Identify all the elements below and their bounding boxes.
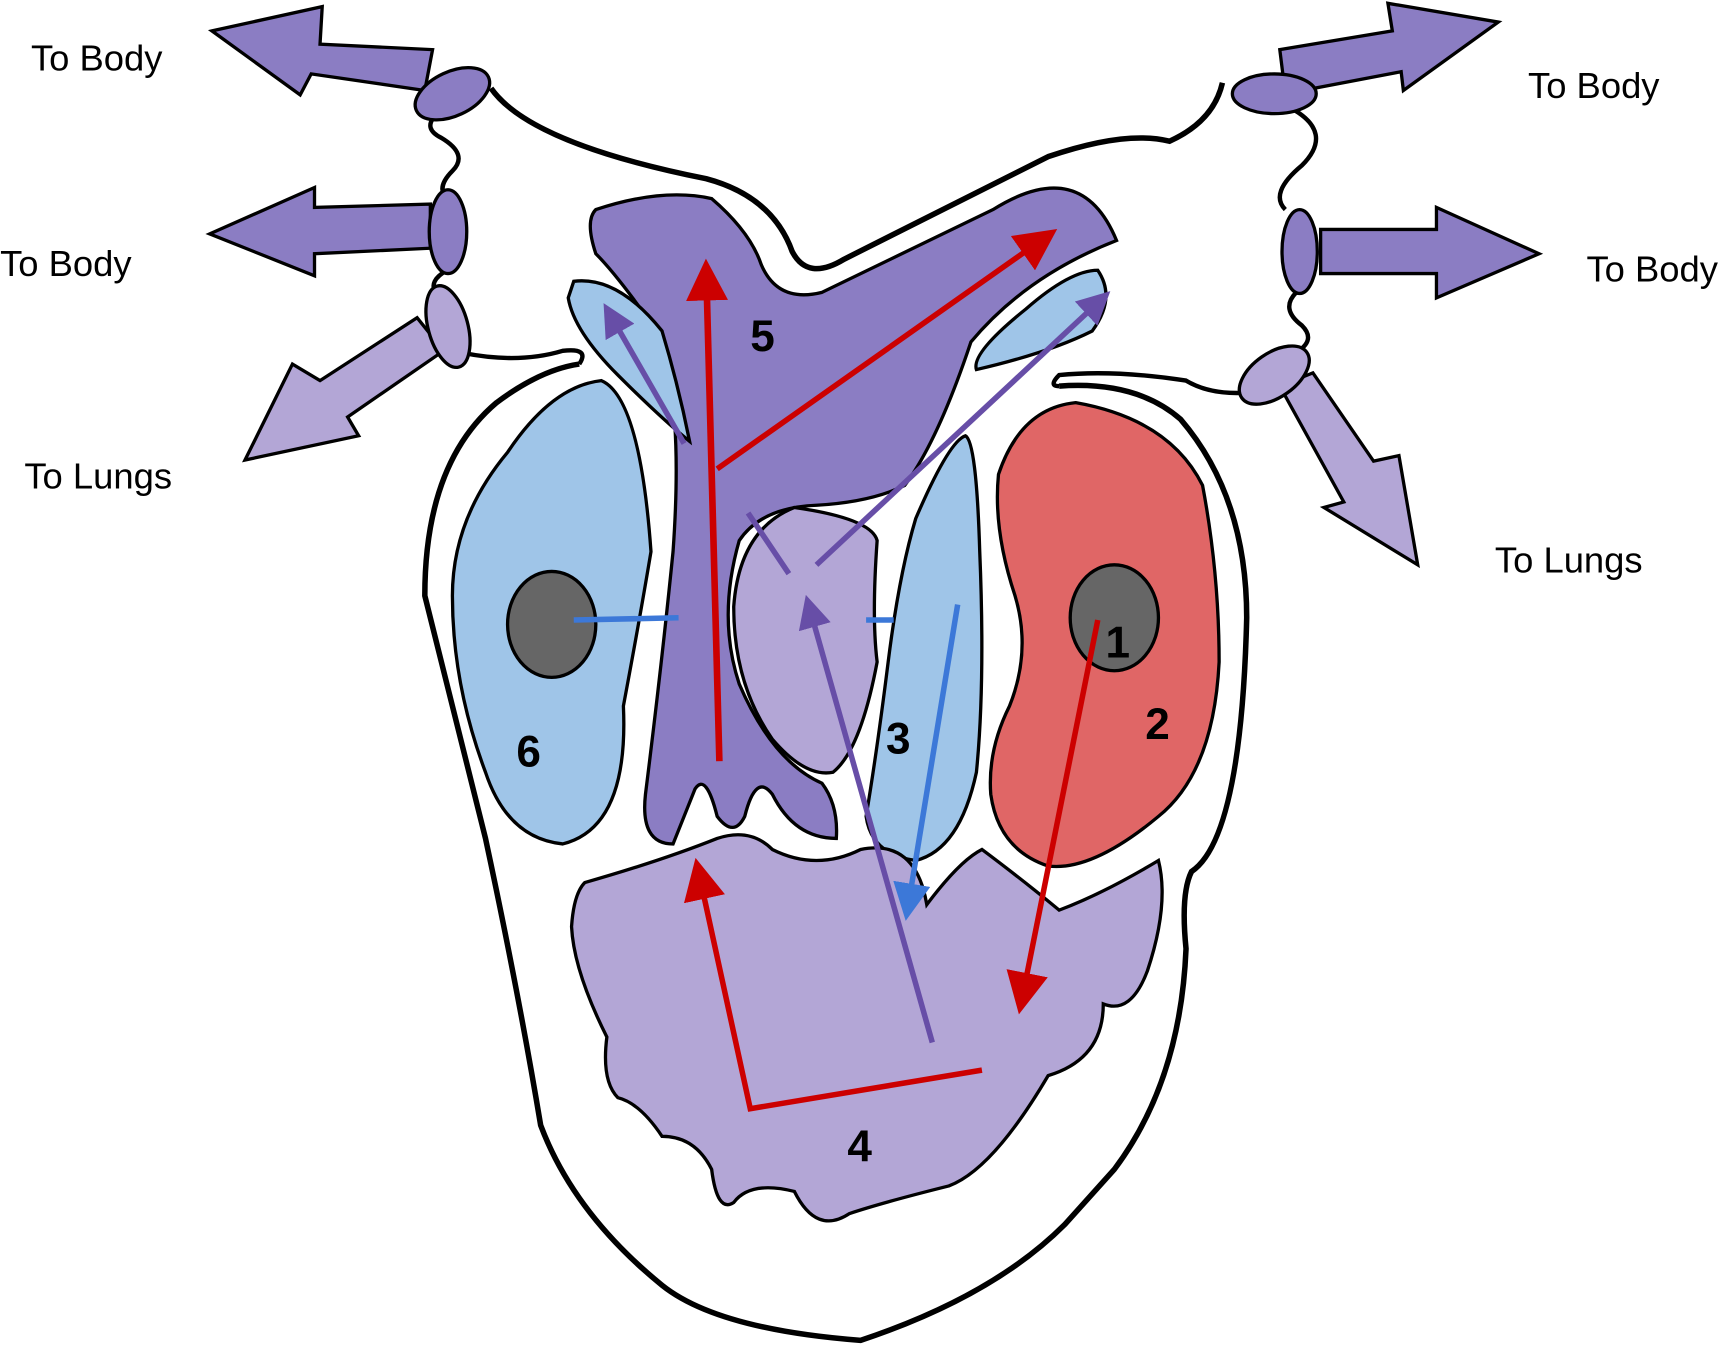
arrow-right-middle-to-body <box>1318 204 1544 301</box>
valve-left-bottom <box>424 284 472 370</box>
red-flow-arrow-down <box>1006 619 1101 1015</box>
purple-flow-arrow-left-small <box>603 303 687 445</box>
chamber-6-label: 6 <box>516 728 541 777</box>
chamber-5-label: 5 <box>750 312 775 361</box>
valve-left-middle <box>427 188 469 276</box>
arrow-left-to-lungs <box>242 315 446 463</box>
arrow-left-middle-to-body <box>205 185 432 279</box>
valve-right-top <box>1230 72 1318 116</box>
label-left-top: To Body <box>31 38 163 79</box>
purple-flow-arrow-right-small <box>814 291 1111 567</box>
label-right-middle: To Body <box>1586 248 1718 289</box>
label-right-bottom: To Lungs <box>1495 540 1643 581</box>
label-left-middle: To Body <box>0 243 132 284</box>
chamber-middle <box>732 505 879 775</box>
heart-outer-wall <box>422 361 1250 1344</box>
label-right-top: To Body <box>1528 65 1660 106</box>
label-left-bottom: To Lungs <box>24 456 172 497</box>
purple-flow-arrow-up <box>798 594 935 1044</box>
arrow-right-top-to-body <box>1277 1 1503 96</box>
arrow-right-to-lungs <box>1277 370 1420 569</box>
node-left <box>505 569 598 680</box>
valve-left-top <box>413 66 492 122</box>
arrow-left-top-to-body <box>207 4 435 98</box>
blue-connector-left <box>573 615 679 623</box>
red-flow-arrow-loop <box>683 857 983 1112</box>
red-flow-arrow-diagonal <box>715 229 1058 472</box>
chamber-4 <box>569 833 1164 1223</box>
top-outline <box>488 82 1226 272</box>
chamber-3-label: 3 <box>886 714 911 763</box>
chamber-4-label: 4 <box>847 1123 872 1172</box>
valve-right-middle <box>1280 207 1319 296</box>
chamber-1-label: 1 <box>1105 619 1130 668</box>
blue-flow-arrow <box>893 604 961 921</box>
chamber-2-label: 2 <box>1145 700 1170 749</box>
valve-right-bottom <box>1237 344 1311 406</box>
purple-flow-segment <box>745 511 792 576</box>
red-flow-arrow-up <box>686 258 728 762</box>
